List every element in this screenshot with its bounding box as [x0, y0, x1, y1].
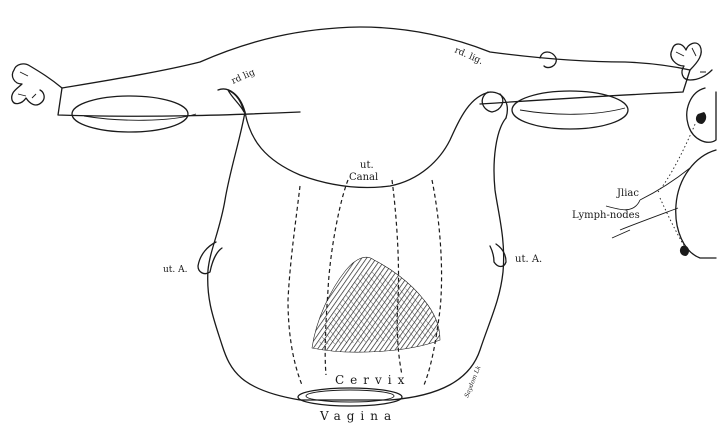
label-ut-a-right: ut. A.	[515, 254, 542, 265]
right-fimbriae	[671, 43, 712, 80]
cervical-tumour	[312, 257, 440, 352]
label-rd-lig-left: rd lig	[230, 68, 257, 87]
left-round-ligament	[228, 90, 244, 112]
left-fimbriae	[12, 64, 62, 105]
label-ut-a-left: ut. A.	[163, 265, 188, 275]
vaginal-opening	[298, 388, 402, 406]
label-iliac: Jliac	[616, 188, 639, 199]
label-lymph-nodes: Lymph-nodes	[572, 210, 640, 221]
label-rd-lig-right: rd. lig.	[453, 46, 485, 67]
cervix-outline	[208, 112, 506, 400]
right-tube-bump	[540, 52, 556, 68]
label-ut-canal-1: ut.	[360, 160, 374, 171]
label-cervix: Cervix	[335, 373, 410, 387]
left-ovary	[72, 96, 188, 132]
right-ovary	[512, 91, 628, 129]
uterus-body	[58, 27, 690, 188]
iliac-lymph-nodes	[606, 88, 716, 258]
label-vagina: Vagina	[319, 409, 397, 423]
label-ut-canal-2: Canal	[349, 172, 378, 183]
label-signature: Saydom Lk	[463, 364, 482, 398]
